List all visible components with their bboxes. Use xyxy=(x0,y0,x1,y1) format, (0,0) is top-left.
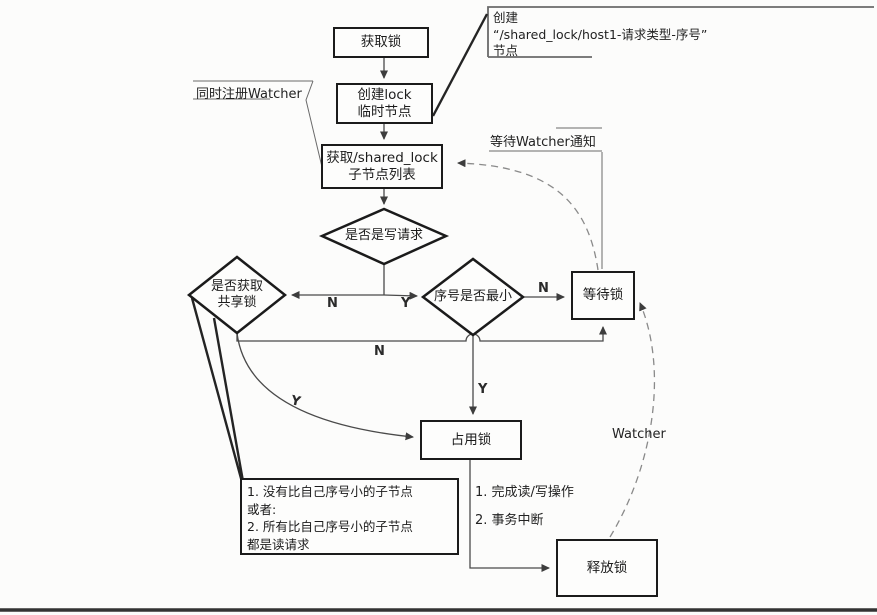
is-write-text: 是否是写请求 xyxy=(344,228,423,243)
edge-label-smallest-yes: Y xyxy=(478,382,488,397)
callout-create-path: 创建 “/shared_lock/host1-请求类型-序号” 节点 xyxy=(493,10,865,60)
node-wait-lock: 等待锁 xyxy=(571,271,635,320)
edge-label-write-yes: Y xyxy=(401,296,411,311)
node-get-children: 获取/shared_lock 子节点列表 xyxy=(321,144,443,189)
diamond-is-write-label: 是否是写请求 xyxy=(324,227,444,245)
edge-label-shared-no: N xyxy=(374,344,385,359)
diamond-got-shared xyxy=(186,255,288,335)
annotation-occupy-steps: 1. 完成读/写操作 2. 事务中断 xyxy=(475,481,574,528)
diamond-got-shared-label: 是否获取 共享锁 xyxy=(197,278,277,312)
note-line1: 1. 没有比自己序号小的子节点 xyxy=(247,484,413,499)
node-acquire-lock-label: 获取锁 xyxy=(360,34,402,50)
node-occupy-lock: 占用锁 xyxy=(420,420,522,460)
node-occupy-lock-label: 占用锁 xyxy=(450,431,492,448)
create-path-line1: 创建 xyxy=(493,10,519,25)
node-get-children-line2: 子节点列表 xyxy=(348,166,416,183)
diamond-is-write xyxy=(318,207,450,266)
edge-release-watcher-dashed xyxy=(609,302,656,538)
got-shared-line2: 共享锁 xyxy=(217,295,257,310)
edge-gotshared-no-to-waitlock xyxy=(236,326,607,342)
node-release-lock: 释放锁 xyxy=(556,539,658,597)
is-smallest-text: 序号是否最小 xyxy=(433,289,512,304)
callout-watcher: Watcher xyxy=(612,427,666,442)
edge-gotshared-yes-to-occupy xyxy=(236,332,414,441)
node-create-lock-line2: 临时节点 xyxy=(357,103,412,120)
create-path-line2: “/shared_lock/host1-请求类型-序号” xyxy=(493,26,708,42)
edge-label-smallest-no: N xyxy=(538,281,549,296)
edge-label-write-no: N xyxy=(327,296,338,311)
callout-bracket-wait-notify xyxy=(489,127,602,152)
callout-register-watcher: 同时注册Watcher xyxy=(196,87,302,102)
note-shared-lock-conditions: 1. 没有比自己序号小的子节点 或者: 2. 所有比自己序号小的子节点 都是读请… xyxy=(240,478,459,555)
node-acquire-lock: 获取锁 xyxy=(333,27,429,58)
callout-bracket-create-path xyxy=(487,6,874,58)
note-line2: 或者: xyxy=(247,501,277,517)
callout-pointer-shared-note xyxy=(190,297,246,488)
callout-pointer-create-path xyxy=(431,13,489,117)
occupy-step1: 1. 完成读/写操作 xyxy=(475,485,574,500)
node-release-lock-label: 释放锁 xyxy=(586,559,628,576)
edge-occupy-to-release xyxy=(469,460,550,572)
node-get-children-line1: 获取/shared_lock xyxy=(326,149,438,166)
callout-wait-notify: 等待Watcher通知 xyxy=(490,135,596,150)
create-path-line3: 节点 xyxy=(493,43,519,58)
occupy-step2: 2. 事务中断 xyxy=(475,513,544,528)
node-create-lock-node: 创建lock 临时节点 xyxy=(336,83,433,124)
note-line3: 2. 所有比自己序号小的子节点 xyxy=(247,519,413,534)
diamond-is-smallest-label: 序号是否最小 xyxy=(413,288,533,306)
got-shared-line1: 是否获取 xyxy=(210,279,263,294)
diamond-is-smallest xyxy=(420,257,526,337)
note-line4: 都是读请求 xyxy=(247,536,310,552)
callout-bracket-register-watcher xyxy=(193,80,323,168)
edge-iswrite-yes-to-issmallest xyxy=(383,291,418,300)
edge-wait-watcher-notify-dashed xyxy=(457,159,599,271)
node-create-lock-line1: 创建lock xyxy=(357,86,412,103)
node-wait-lock-label: 等待锁 xyxy=(582,287,624,303)
